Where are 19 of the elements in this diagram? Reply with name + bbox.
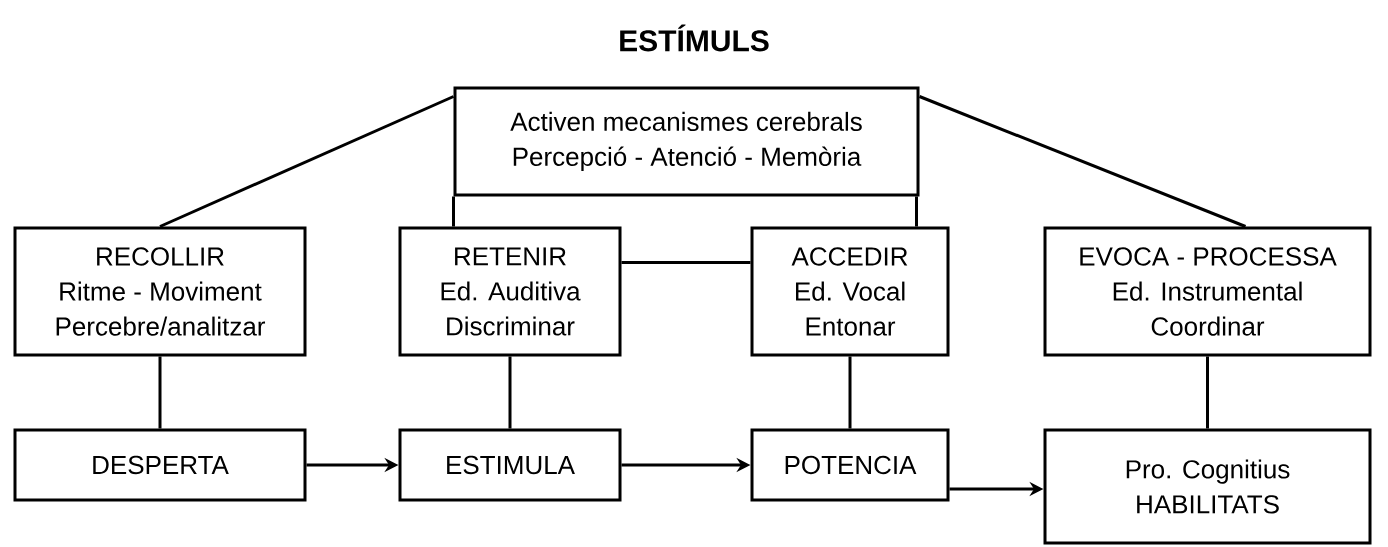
connector-line <box>452 196 455 227</box>
connector-line <box>621 261 751 264</box>
text-box: Activen mecanismes cerebrals Percepció - Atenció - Memòria <box>453 86 920 197</box>
text-box: Pro. Cognitius HABILITATS <box>1043 428 1372 545</box>
connector-line <box>848 356 852 429</box>
text-box: POTENCIA <box>750 428 950 502</box>
title: ESTÍMULS <box>620 24 769 52</box>
connector-line <box>915 196 918 227</box>
connector-line <box>159 95 455 228</box>
text-box: DESPERTA <box>13 428 307 502</box>
connector-line <box>158 356 162 429</box>
text-box: RECOLLIR Ritme - Moviment Percebre/analitzar <box>13 226 307 357</box>
text-box: ACCEDIR Ed. Vocal Entonar <box>750 226 950 357</box>
connector-line <box>918 95 1247 228</box>
text-box: RETENIR Ed. Auditiva Discriminar <box>398 226 622 357</box>
text-box: ESTIMULA <box>398 428 622 502</box>
connector-line <box>1206 356 1209 429</box>
text-box: EVOCA - PROCESSA Ed. Instrumental Coordinar <box>1043 226 1372 357</box>
connector-line <box>508 356 512 429</box>
